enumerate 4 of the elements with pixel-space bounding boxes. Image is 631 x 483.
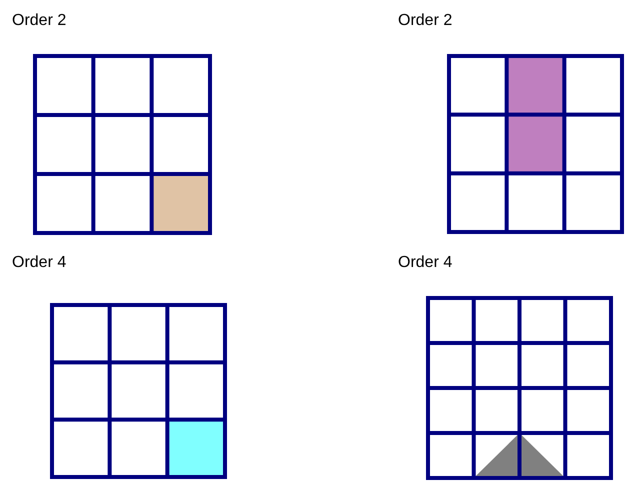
grid-caption: Order 4 (398, 254, 452, 272)
grid-caption: Order 2 (12, 12, 66, 30)
grid-caption: Order 2 (398, 12, 452, 30)
grid-caption: Order 4 (12, 254, 66, 272)
